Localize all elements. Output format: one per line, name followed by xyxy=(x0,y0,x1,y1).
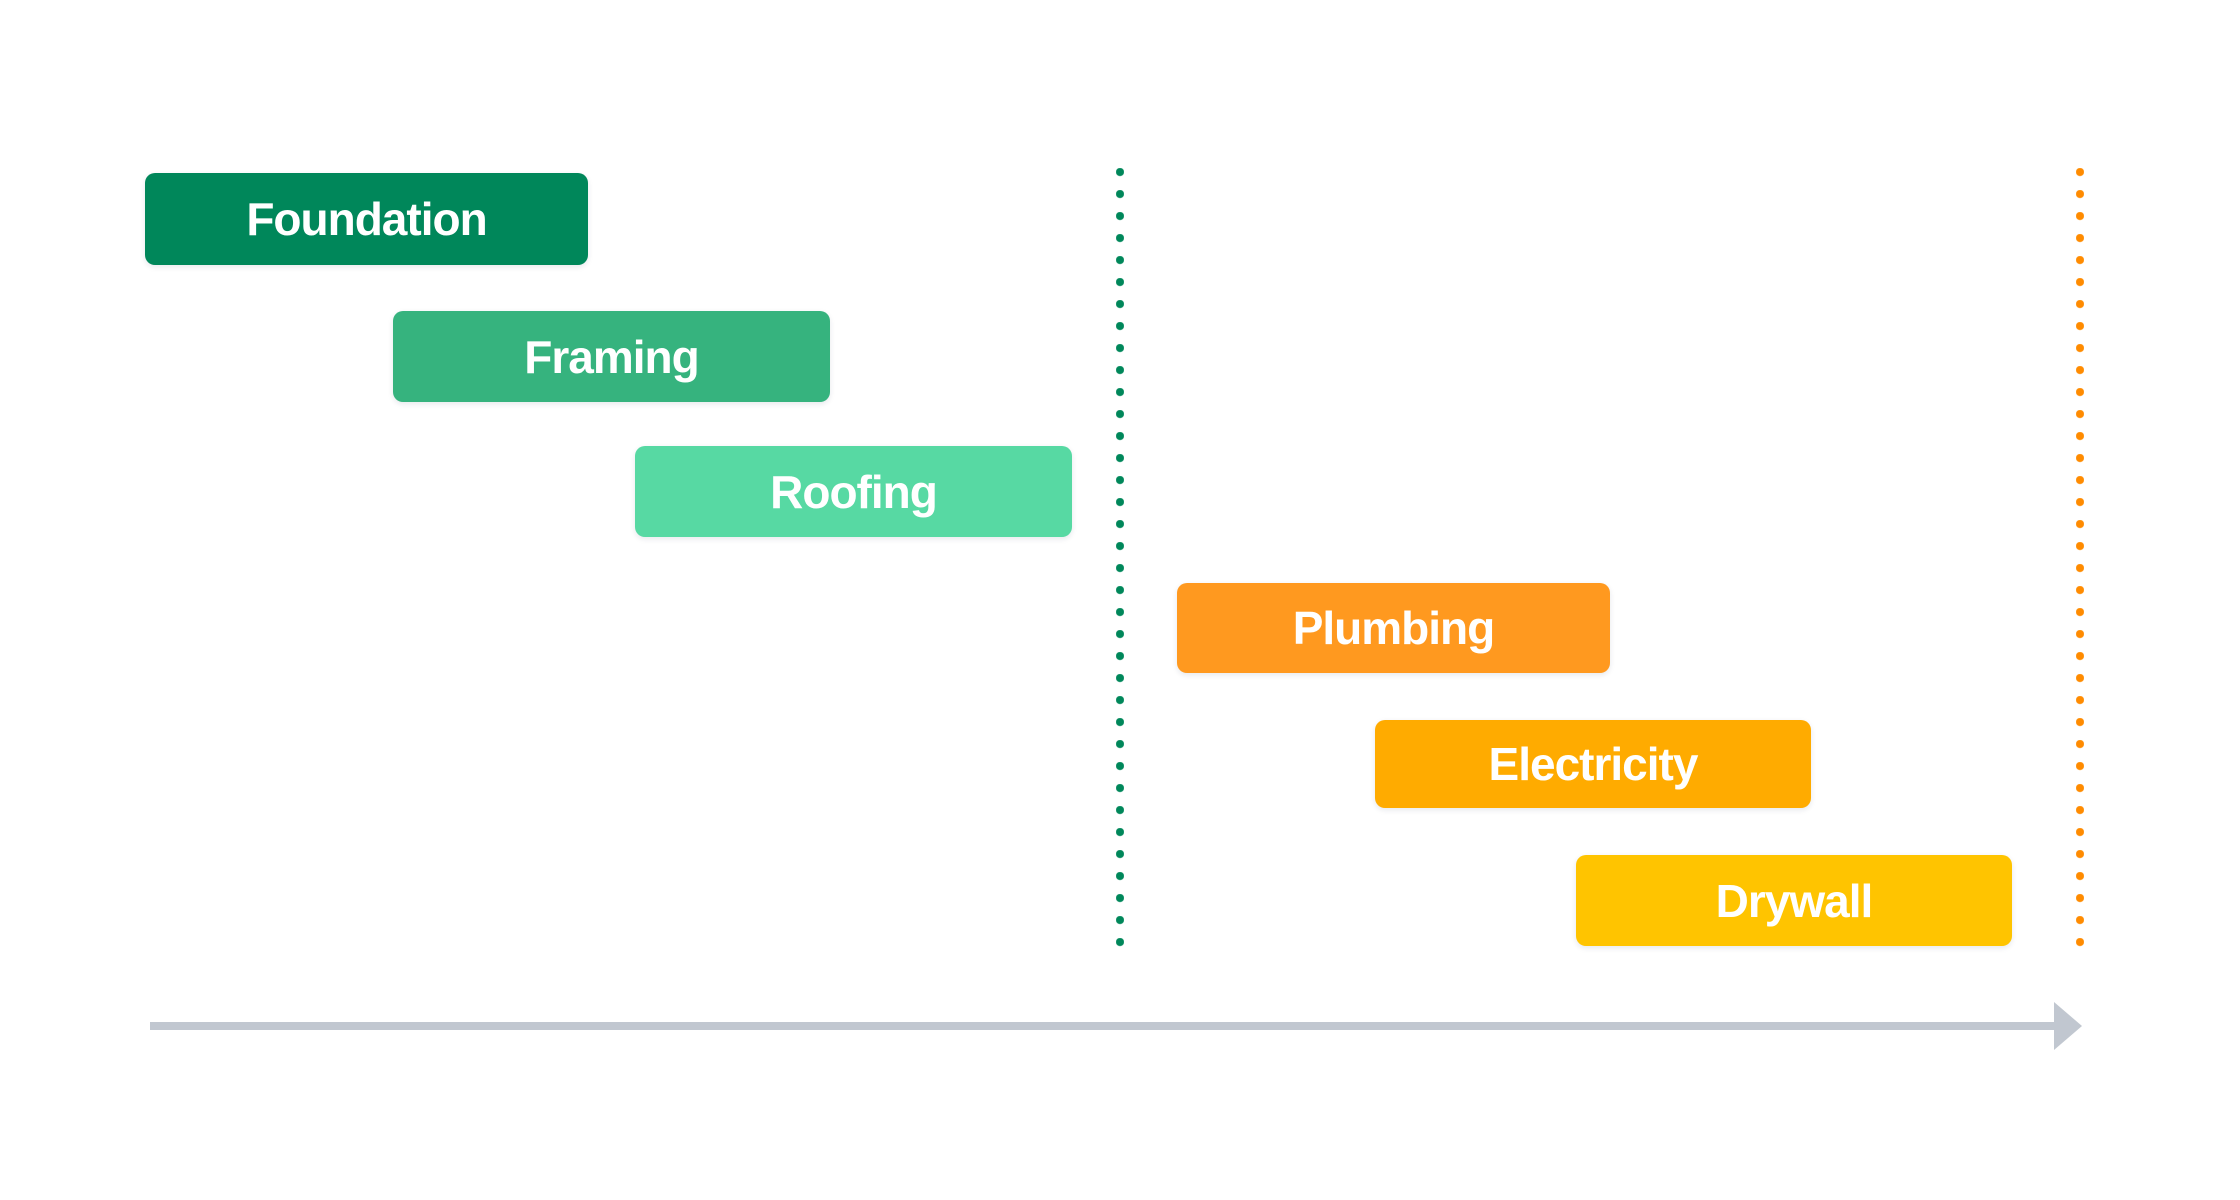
gantt-task-label: Drywall xyxy=(1715,874,1874,927)
gantt-task-bar-drywall: Drywall xyxy=(1576,855,2012,946)
gantt-task-label: Electricity xyxy=(1488,738,1699,790)
gantt-task-bar-roofing: Roofing xyxy=(635,446,1072,537)
gantt-task-bar-framing: Framing xyxy=(393,311,830,402)
gantt-task-label: Roofing xyxy=(770,465,938,518)
gantt-task-bar-electricity: Electricity xyxy=(1375,720,1811,808)
gantt-task-bar-plumbing: Plumbing xyxy=(1177,583,1610,673)
gantt-task-label: Foundation xyxy=(246,193,487,245)
gantt-task-label: Framing xyxy=(524,330,699,383)
orange-milestone-line xyxy=(2076,168,2084,952)
gantt-task-bar-foundation: Foundation xyxy=(145,173,588,265)
green-milestone-line xyxy=(1116,168,1124,952)
gantt-task-label: Plumbing xyxy=(1292,602,1496,654)
timeline-axis-line xyxy=(150,1022,2056,1030)
timeline-arrowhead-icon xyxy=(2054,1002,2082,1050)
